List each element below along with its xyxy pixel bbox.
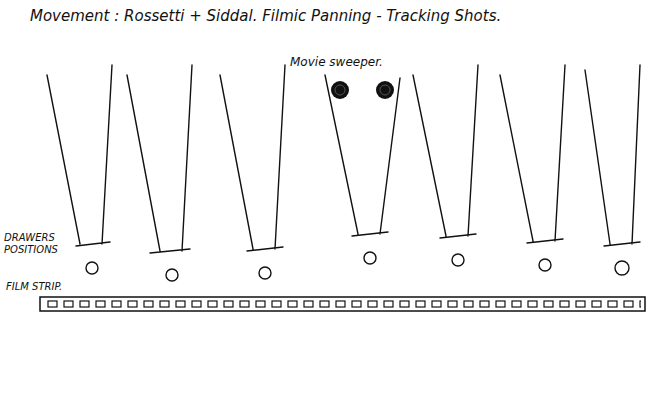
drawer-label: DRAWERS POSITIONS	[4, 232, 66, 255]
sweeper-dots	[331, 81, 394, 99]
film-strip	[40, 297, 645, 311]
sweeper-label: Movie sweeper.	[290, 56, 440, 70]
viewer-lines	[47, 65, 640, 281]
title-text: Movement : Rossetti + Siddal. Filmic Pan…	[30, 8, 650, 25]
strip-label: FILM STRIP.	[6, 281, 96, 293]
